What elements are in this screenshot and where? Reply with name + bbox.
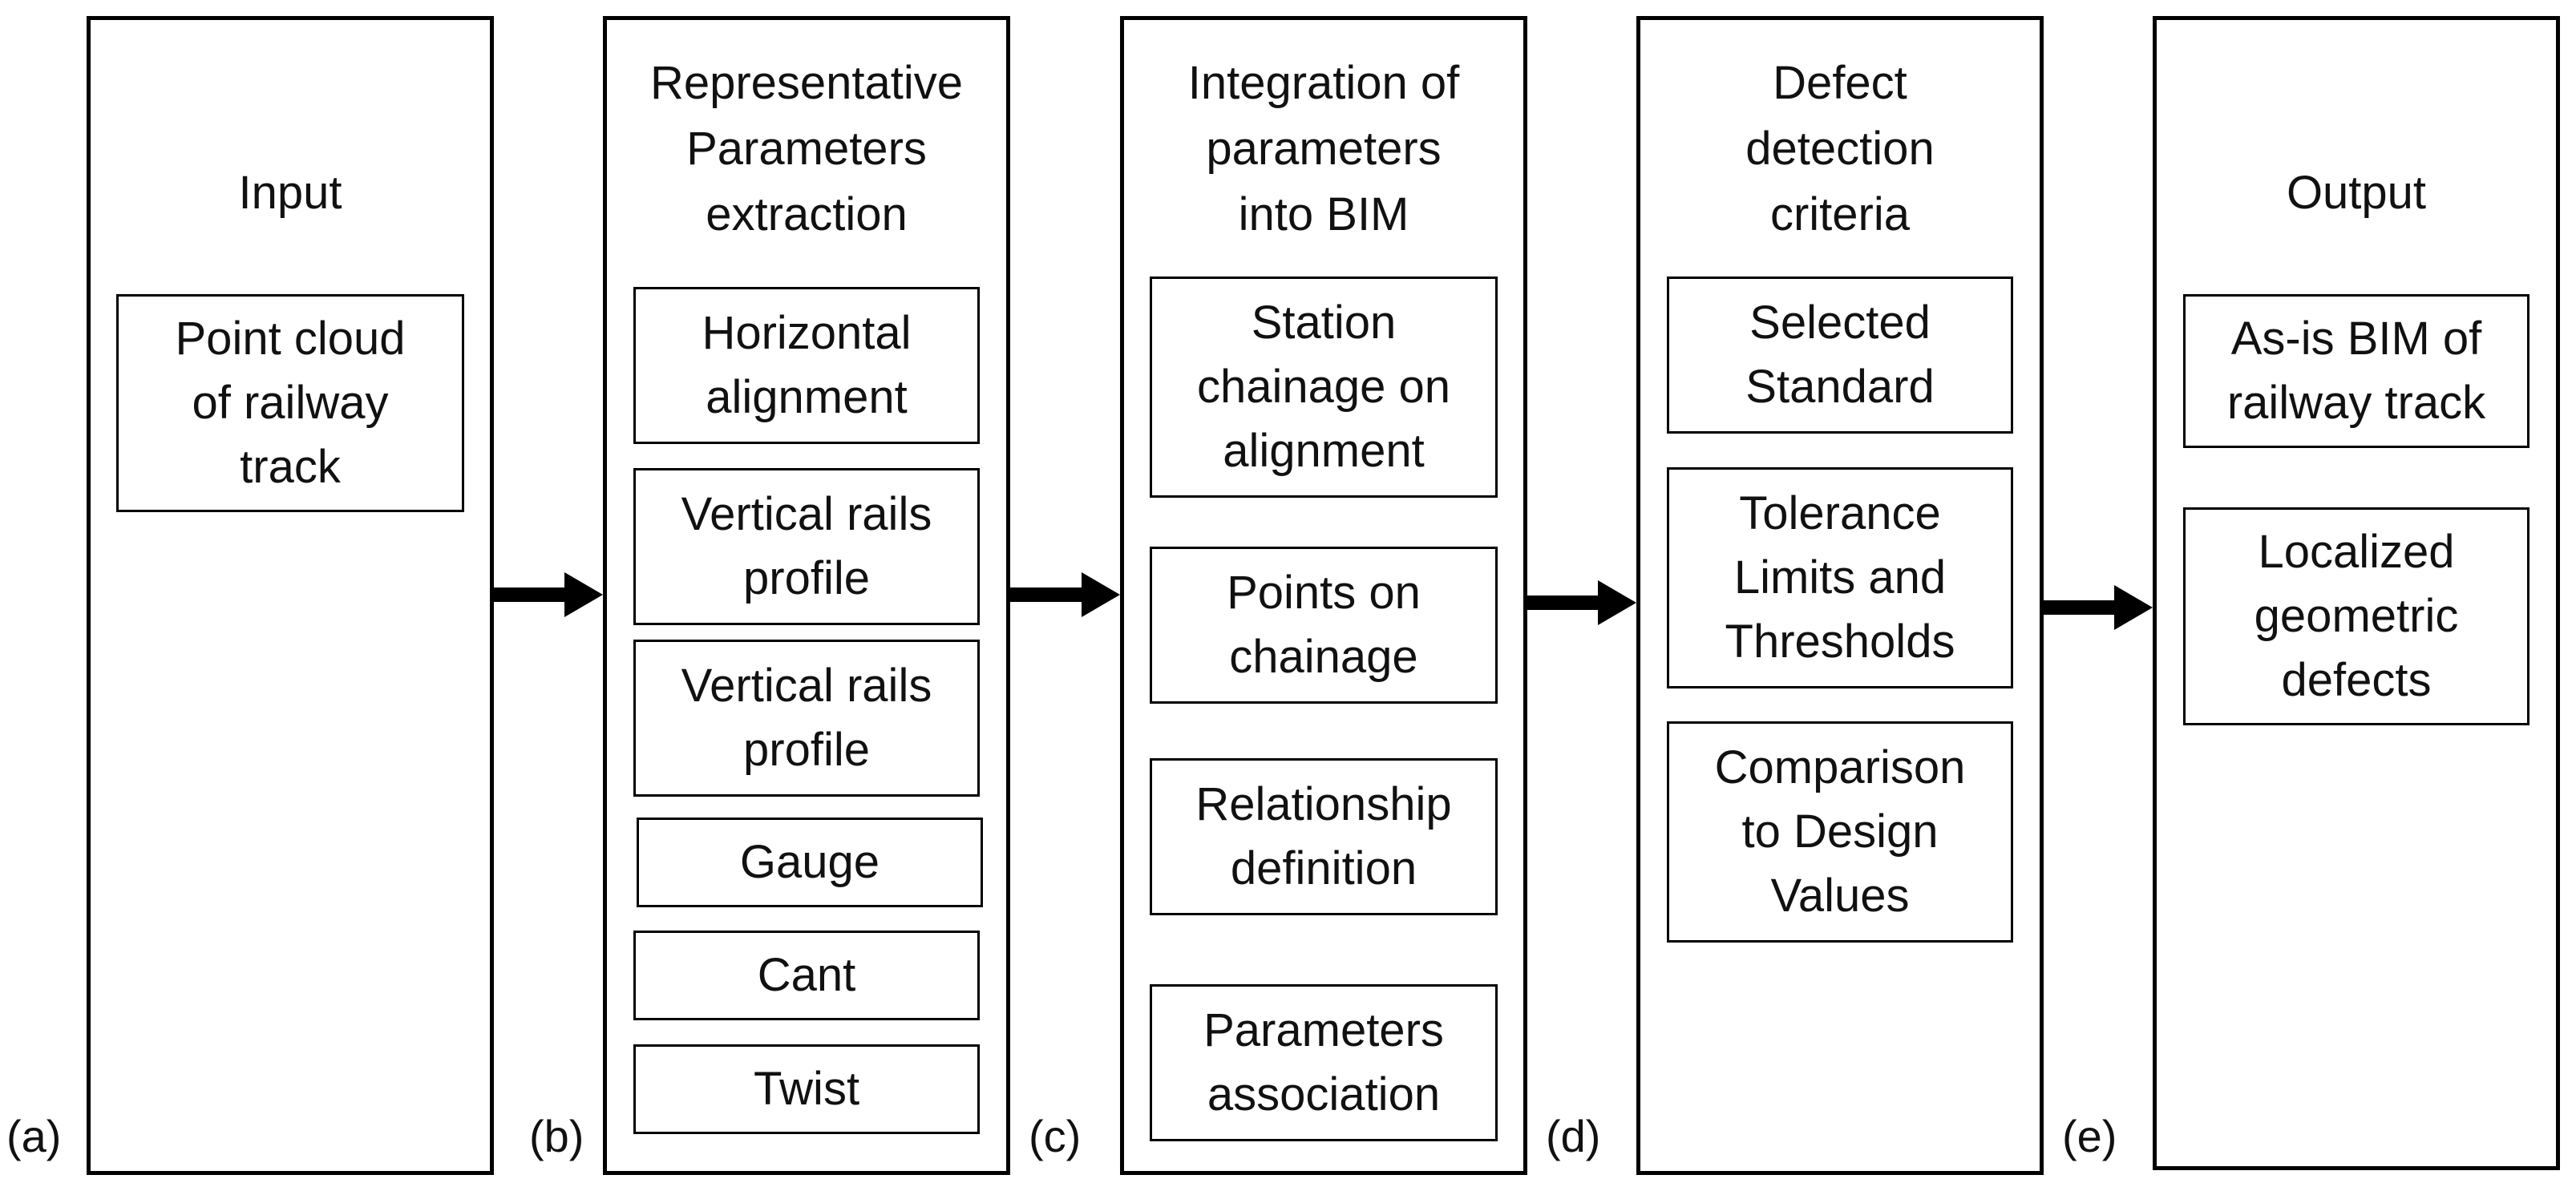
box-as-is-bim: As-is BIM of railway track xyxy=(2183,294,2529,448)
arrow-right-icon xyxy=(494,572,603,617)
box-parameters-association: Parameters association xyxy=(1150,984,1498,1141)
box-station-chainage: Station chainage on alignment xyxy=(1150,277,1498,498)
box-comparison-design-values: Comparison to Design Values xyxy=(1667,721,2013,943)
box-tolerance-limits: Tolerance Limits and Thresholds xyxy=(1667,467,2013,688)
column-output: Output As-is BIM of railway track Locali… xyxy=(2153,16,2560,1170)
label-b: (b) xyxy=(529,1111,584,1161)
column-title-input: Input xyxy=(238,167,342,219)
arrow-right-icon xyxy=(1010,572,1120,617)
column-defect-criteria: Defect detection criteria Selected Stand… xyxy=(1636,16,2044,1175)
box-cant: Cant xyxy=(633,931,980,1020)
box-selected-standard: Selected Standard xyxy=(1667,277,2013,434)
box-relationship-definition: Relationship definition xyxy=(1150,758,1498,915)
column-integration-bim: Integration of parameters into BIM Stati… xyxy=(1120,16,1527,1175)
box-twist: Twist xyxy=(633,1044,980,1134)
arrow-right-icon xyxy=(2044,585,2153,630)
arrow-right-icon xyxy=(1527,580,1636,625)
label-e: (e) xyxy=(2062,1111,2117,1161)
box-localized-defects: Localized geometric defects xyxy=(2183,507,2529,725)
column-title-integration-bim: Integration of parameters into BIM xyxy=(1187,57,1460,240)
column-title-defect-criteria: Defect detection criteria xyxy=(1745,57,1935,240)
box-points-on-chainage: Points on chainage xyxy=(1150,547,1498,704)
box-vertical-rails-profile-2: Vertical rails profile xyxy=(633,640,980,797)
column-title-parameters-extraction: Representative Parameters extraction xyxy=(649,57,964,240)
box-point-cloud: Point cloud of railway track xyxy=(116,294,464,512)
label-d: (d) xyxy=(1546,1111,1601,1161)
box-gauge: Gauge xyxy=(637,818,983,907)
column-parameters-extraction: Representative Parameters extraction Hor… xyxy=(603,16,1010,1175)
column-title-output: Output xyxy=(2286,167,2427,219)
label-a: (a) xyxy=(6,1111,62,1161)
label-c: (c) xyxy=(1029,1111,1082,1161)
box-vertical-rails-profile-1: Vertical rails profile xyxy=(633,468,980,625)
column-input: Input Point cloud of railway track xyxy=(87,16,494,1175)
box-horizontal-alignment: Horizontal alignment xyxy=(633,287,980,444)
